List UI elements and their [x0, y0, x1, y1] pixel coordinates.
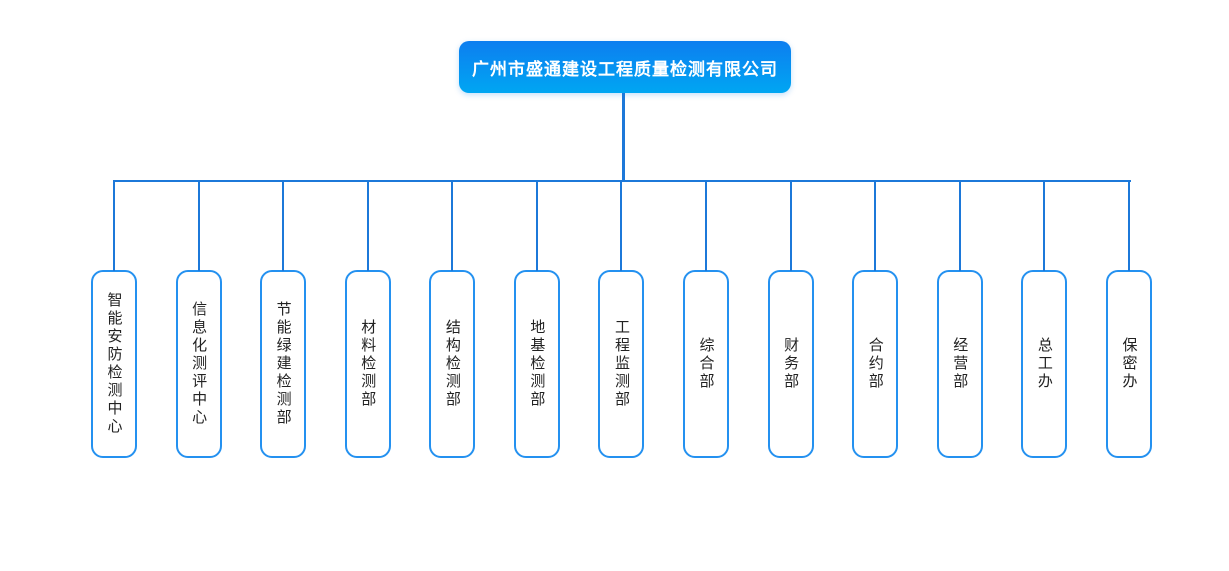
- dept-node-energy-saving-green-building: 节能绿建检测部: [260, 181, 307, 458]
- connector-trunk-line: [622, 93, 625, 181]
- dept-node-foundation-testing: 地基检测部: [513, 181, 560, 458]
- dept-label: 总工办: [1035, 337, 1053, 391]
- dept-label: 经营部: [951, 337, 969, 391]
- dept-node-confidentiality-office: 保密办: [1105, 181, 1152, 458]
- dept-node-finance: 财务部: [767, 181, 814, 458]
- dept-label: 财务部: [782, 337, 800, 391]
- dept-label: 信息化测评中心: [190, 301, 208, 427]
- dept-label: 节能绿建检测部: [274, 301, 292, 427]
- dept-node-contracts: 合约部: [852, 181, 899, 458]
- department-row: 智能安防检测中心 信息化测评中心 节能绿建检测部 材料检测部 结构检测部 地基检…: [91, 181, 1152, 458]
- dept-label: 工程监测部: [612, 319, 630, 409]
- dept-label: 地基检测部: [528, 319, 546, 409]
- dept-node-chief-engineer-office: 总工办: [1021, 181, 1068, 458]
- dept-label: 综合部: [697, 337, 715, 391]
- dept-label: 材料检测部: [359, 319, 377, 409]
- dept-label: 合约部: [866, 337, 884, 391]
- dept-node-engineering-monitoring: 工程监测部: [598, 181, 645, 458]
- dept-label: 结构检测部: [443, 319, 461, 409]
- dept-node-structure-testing: 结构检测部: [429, 181, 476, 458]
- dept-node-general-affairs: 综合部: [683, 181, 730, 458]
- dept-node-material-testing: 材料检测部: [344, 181, 391, 458]
- dept-label: 智能安防检测中心: [105, 292, 123, 436]
- dept-node-operations: 经营部: [936, 181, 983, 458]
- root-node-label: 广州市盛通建设工程质量检测有限公司: [472, 59, 778, 79]
- root-node-company: 广州市盛通建设工程质量检测有限公司: [459, 41, 791, 93]
- dept-label: 保密办: [1120, 337, 1138, 391]
- dept-node-intelligent-security-center: 智能安防检测中心: [91, 181, 137, 458]
- dept-node-informatization-evaluation-center: 信息化测评中心: [175, 181, 222, 458]
